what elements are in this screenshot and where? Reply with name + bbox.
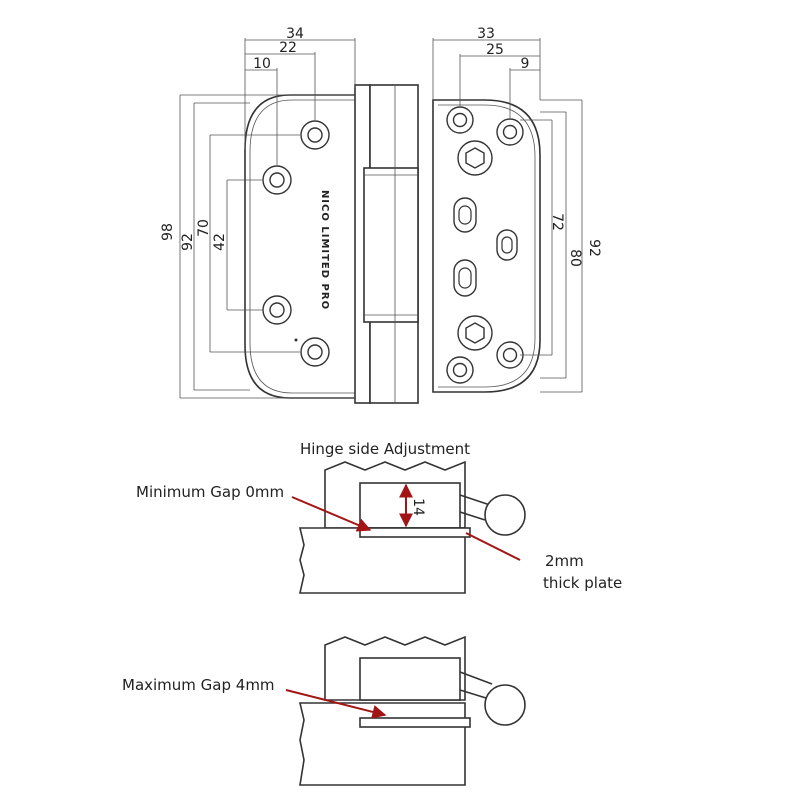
dim-top-25: 25 — [486, 42, 504, 58]
dim-top-9: 9 — [521, 56, 530, 72]
hinge-knuckle — [354, 84, 419, 404]
max-gap-label: Maximum Gap 4mm — [122, 676, 275, 694]
hinge-logo: NICO LIMITED PRO — [319, 190, 330, 310]
dim-top-33: 33 — [477, 26, 495, 42]
dim-14: 14 — [410, 498, 426, 516]
plate-label-line2: thick plate — [543, 574, 622, 592]
adjustment-title: Hinge side Adjustment — [300, 440, 470, 458]
min-gap-label: Minimum Gap 0mm — [136, 483, 284, 501]
dim-left-42: 42 — [212, 233, 228, 251]
max-gap-section: Maximum Gap 4mm — [122, 635, 526, 786]
dimension-lines: 34 22 10 33 25 9 98 — [160, 26, 602, 399]
dim-top-34: 34 — [286, 26, 304, 42]
right-screw-hole — [446, 106, 474, 134]
adjustment-slot — [453, 197, 477, 233]
adjuster-knob — [484, 494, 526, 536]
adjuster-knob — [484, 684, 526, 726]
dim-left-70: 70 — [196, 219, 212, 237]
dim-left-92: 92 — [180, 233, 196, 251]
left-hinge-leaf: NICO LIMITED PRO — [244, 94, 355, 399]
dim-top-10: 10 — [253, 56, 271, 72]
hex-adjust-screw — [457, 140, 493, 176]
dim-right-72: 72 — [549, 213, 565, 231]
dim-right-92: 92 — [586, 239, 602, 257]
right-screw-hole — [496, 118, 524, 146]
right-screw-hole — [446, 356, 474, 384]
min-gap-section: 14 Minimum Gap 0mm 2mm thick plate — [136, 460, 622, 594]
hinge-elevation: NICO LIMITED PRO — [160, 26, 602, 404]
adjustment-slot — [496, 229, 518, 261]
hex-adjust-screw — [457, 315, 493, 351]
dim-top-22: 22 — [279, 40, 297, 56]
right-hinge-leaf — [432, 99, 541, 393]
dim-left-98: 98 — [160, 223, 176, 241]
adjustment-slot — [453, 259, 477, 297]
left-screw-hole — [300, 337, 330, 367]
plate-label-line1: 2mm — [545, 552, 584, 570]
dim-right-80: 80 — [567, 249, 583, 267]
left-screw-hole — [300, 120, 330, 150]
